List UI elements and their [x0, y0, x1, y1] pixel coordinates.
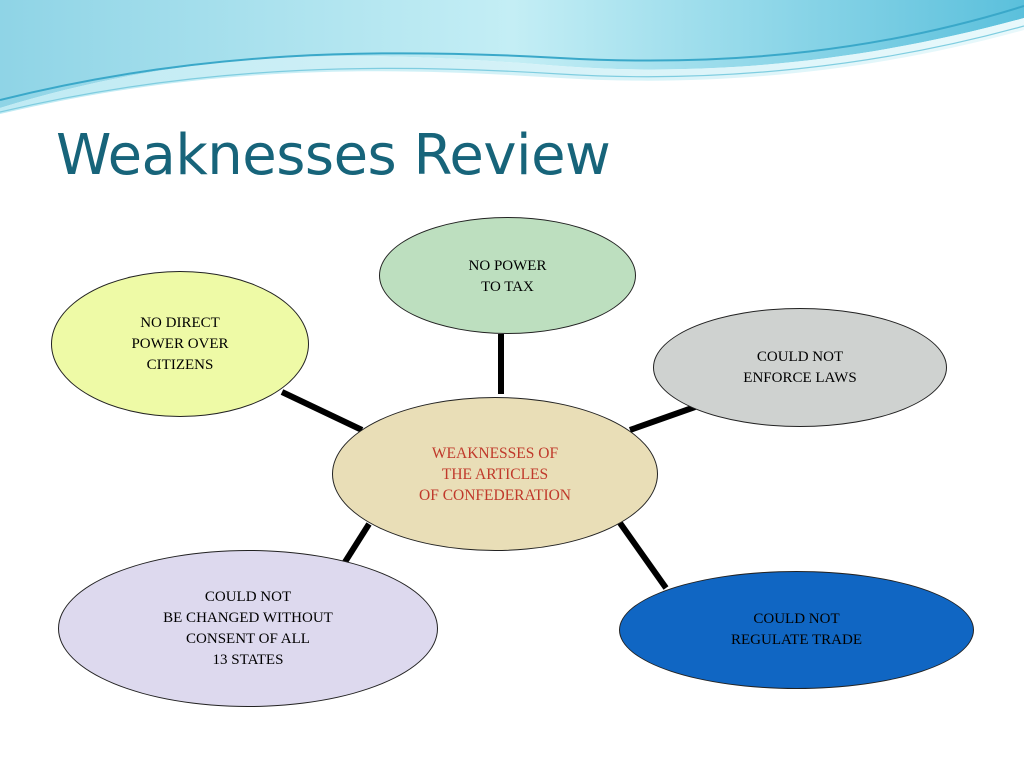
wave-line-dark — [0, 5, 1024, 101]
node-could-not-enforce-laws: COULD NOT ENFORCE LAWS — [653, 308, 947, 427]
wave-band-top — [0, 0, 1024, 108]
node-label: NO POWER TO TAX — [468, 258, 547, 295]
node-label: NO DIRECT POWER OVER CITIZENS — [131, 315, 229, 373]
node-label: COULD NOT REGULATE TRADE — [731, 611, 862, 648]
connector-changed — [342, 522, 372, 564]
center-label: WEAKNESSES OF THE ARTICLES OF CONFEDERAT… — [419, 444, 571, 504]
node-no-direct-power: NO DIRECT POWER OVER CITIZENS — [51, 271, 309, 417]
node-center-weaknesses: WEAKNESSES OF THE ARTICLES OF CONFEDERAT… — [332, 397, 658, 551]
decorative-wave-header — [0, 0, 1024, 114]
connector-trade — [617, 521, 669, 590]
wave-line-thin — [0, 25, 1024, 113]
node-label: COULD NOT BE CHANGED WITHOUT CONSENT OF … — [163, 588, 333, 668]
node-could-not-be-changed: COULD NOT BE CHANGED WITHOUT CONSENT OF … — [58, 550, 438, 707]
node-no-power-to-tax: NO POWER TO TAX — [379, 217, 636, 334]
connector-direct — [280, 389, 364, 433]
node-label: COULD NOT ENFORCE LAWS — [743, 348, 857, 386]
page-title: Weaknesses Review — [56, 123, 611, 188]
connector-enforce — [628, 404, 697, 433]
node-could-not-regulate-trade: COULD NOT REGULATE TRADE — [619, 571, 974, 689]
wave-band-light — [0, 18, 1024, 114]
